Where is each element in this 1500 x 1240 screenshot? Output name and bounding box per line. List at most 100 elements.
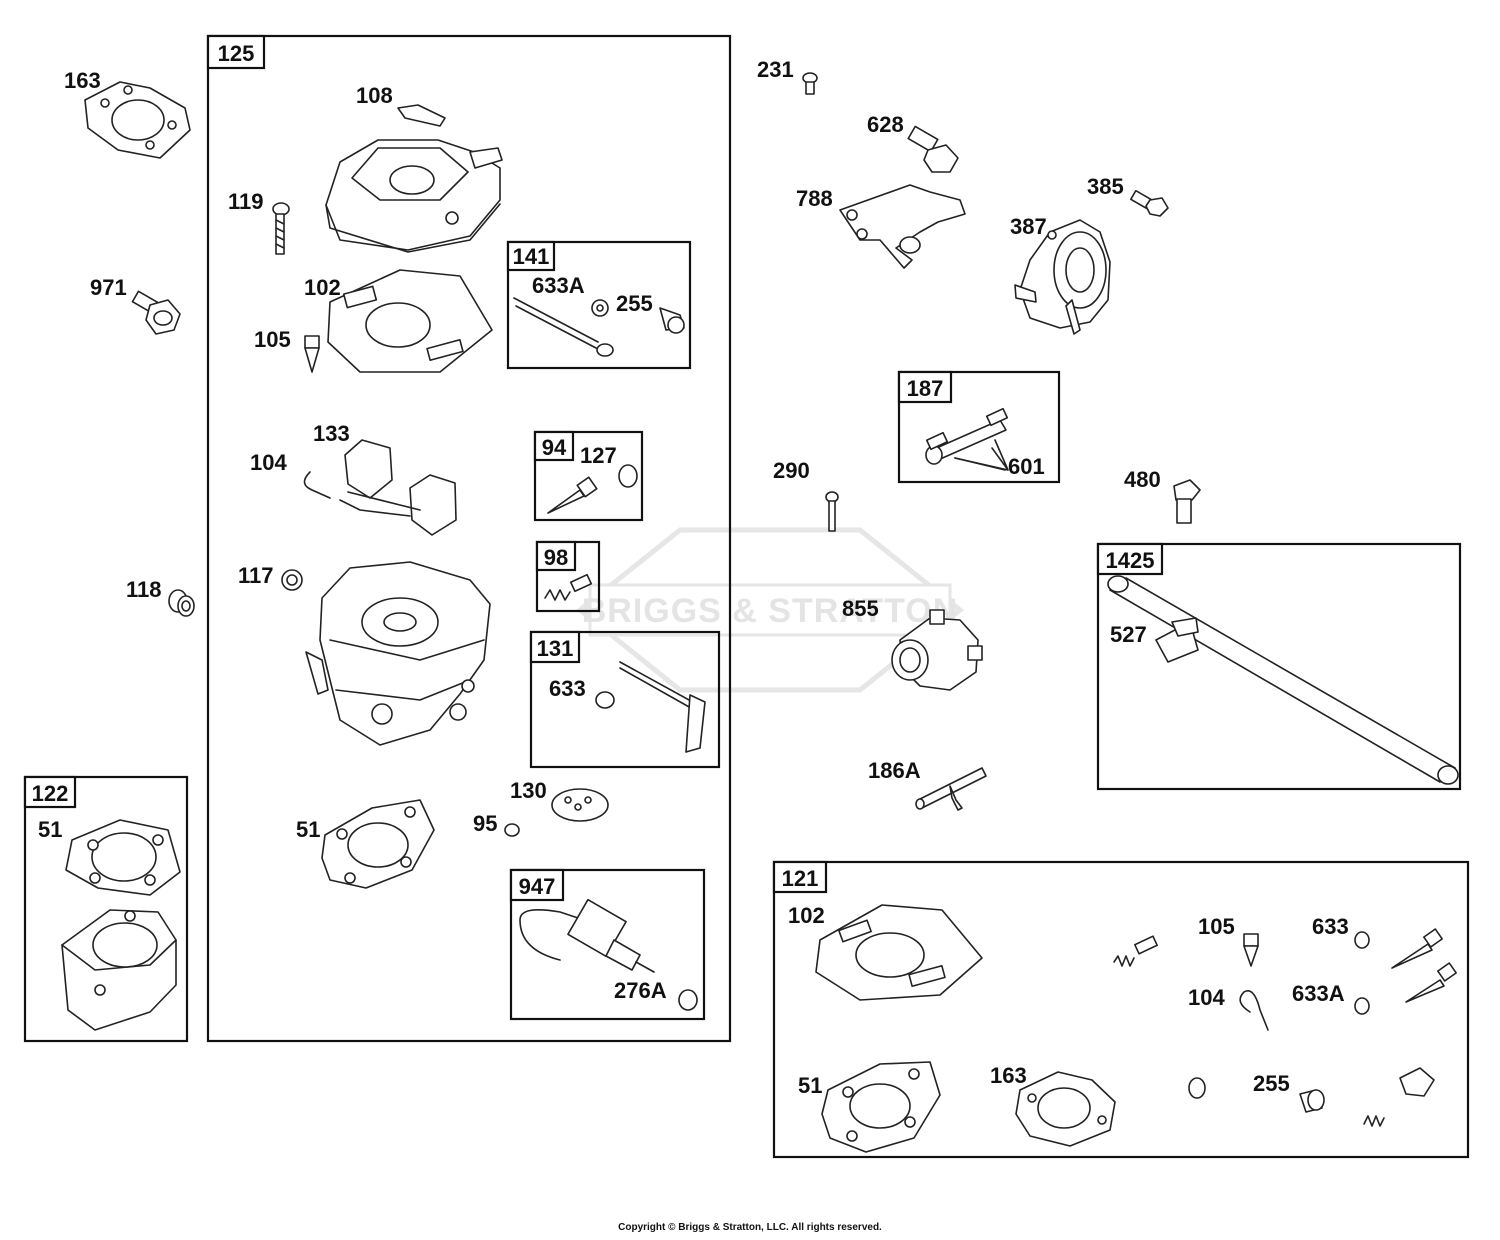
- group-122-label: 122: [32, 781, 69, 806]
- label-633-group-121: 633: [1312, 914, 1349, 939]
- group-141-shaft-drawing: [513, 297, 685, 357]
- group-125-label: 125: [218, 41, 255, 66]
- bolt-971-drawing: [131, 290, 181, 335]
- label-163-group-121: 163: [990, 1063, 1027, 1088]
- label-133: 133: [313, 421, 350, 446]
- washer-633-121-drawing: [1354, 931, 1370, 949]
- label-105-group-121: 105: [1198, 914, 1235, 939]
- label-102: 102: [304, 275, 341, 300]
- needle-screw-121-b-drawing: [1405, 962, 1457, 1003]
- screw-385-drawing: [1130, 189, 1169, 217]
- label-130: 130: [510, 778, 547, 803]
- group-121: 121: [772, 860, 1470, 1159]
- gasket-51-122-drawing: [65, 819, 181, 896]
- spacer-122-drawing: [61, 909, 177, 1031]
- briggs-stratton-watermark: BRIGGS & STRATTON: [575, 527, 965, 693]
- needle-105-drawing: [304, 335, 320, 373]
- gasket-163-121-drawing: [1015, 1071, 1116, 1147]
- label-51-group-125: 51: [296, 817, 320, 842]
- gasket-102-121-drawing: [815, 904, 983, 1001]
- label-527: 527: [1110, 622, 1147, 647]
- watermark-text: BRIGGS & STRATTON: [582, 592, 959, 630]
- bolt-628-drawing: [907, 125, 959, 173]
- gasket-51-125-drawing: [321, 799, 435, 889]
- gasket-51-121-drawing: [821, 1061, 941, 1153]
- label-108: 108: [356, 83, 393, 108]
- needle-105-121-drawing: [1243, 933, 1259, 967]
- group-131-label: 131: [537, 636, 574, 661]
- group-98-label: 98: [544, 545, 568, 570]
- label-231: 231: [757, 57, 794, 82]
- plate-130-drawing: [551, 788, 609, 822]
- screw-119-drawing: [272, 202, 290, 255]
- group-947: 947: [509, 868, 706, 1021]
- group-947-label: 947: [519, 874, 556, 899]
- group-141: 141: [506, 240, 692, 370]
- group-122: 122: [23, 775, 189, 1043]
- seal-255-121-drawing: [1299, 1089, 1325, 1113]
- group-98: 98: [535, 540, 601, 613]
- group-1425-label: 1425: [1106, 548, 1155, 573]
- washer-633A-121-drawing: [1354, 997, 1370, 1015]
- screw-95-drawing: [504, 823, 520, 837]
- needle-screw-121-a-drawing: [1391, 928, 1443, 969]
- label-633-group-131: 633: [549, 676, 586, 701]
- label-633A-group-121: 633A: [1292, 981, 1345, 1006]
- label-628: 628: [867, 112, 904, 137]
- group-94-screw-drawing: [547, 464, 638, 514]
- spring-121-drawing: [1363, 1115, 1385, 1127]
- group-131: 131: [529, 630, 721, 769]
- label-387: 387: [1010, 214, 1047, 239]
- label-119: 119: [228, 189, 264, 214]
- label-104: 104: [250, 450, 287, 475]
- carburetor-body-117-drawing: [281, 561, 491, 746]
- gasket-108-drawing: [397, 104, 446, 127]
- group-1425: 1425: [1096, 542, 1462, 791]
- spring-screw-121-drawing: [1113, 935, 1158, 967]
- fitting-855-drawing: [891, 609, 983, 691]
- label-117: 117: [238, 563, 274, 588]
- label-186A: 186A: [868, 758, 921, 783]
- float-133-drawing: [339, 439, 457, 536]
- label-788: 788: [796, 186, 833, 211]
- carburetor-cover-drawing: [325, 139, 503, 253]
- bolt-480-drawing: [1173, 479, 1201, 524]
- group-94-label: 94: [542, 435, 567, 460]
- group-187: 187: [897, 370, 1061, 484]
- label-102-group-121: 102: [788, 903, 825, 928]
- label-290: 290: [773, 458, 810, 483]
- group-131-shaft-drawing: [595, 661, 706, 753]
- group-187-hose-drawing: [925, 407, 1009, 471]
- label-51-group-121: 51: [798, 1073, 822, 1098]
- label-95: 95: [473, 811, 497, 836]
- fitting-121-drawing: [1399, 1067, 1435, 1097]
- label-276A: 276A: [614, 978, 667, 1003]
- label-163: 163: [64, 68, 101, 93]
- gasket-163-drawing: [84, 81, 191, 159]
- label-971: 971: [90, 275, 127, 300]
- bracket-788-drawing: [839, 184, 966, 269]
- label-127: 127: [580, 443, 617, 468]
- tee-186A-drawing: [915, 767, 987, 811]
- label-255-group-121: 255: [1253, 1071, 1290, 1096]
- group-125: 125: [206, 34, 732, 1043]
- label-855: 855: [842, 596, 879, 621]
- screw-231-drawing: [802, 72, 818, 95]
- label-255-group-141: 255: [616, 291, 653, 316]
- label-51-group-122: 51: [38, 817, 62, 842]
- clip-121-drawing: [1188, 1077, 1206, 1099]
- label-104-group-121: 104: [1188, 985, 1225, 1010]
- fuel-pump-387-drawing: [1014, 219, 1111, 335]
- pin-104-drawing: [303, 471, 331, 499]
- screw-290-drawing: [825, 491, 839, 532]
- group-98-spring-drawing: [544, 573, 593, 601]
- group-187-label: 187: [907, 376, 944, 401]
- gasket-102-drawing: [327, 269, 493, 373]
- group-1425-tube-drawing: [1107, 575, 1459, 785]
- label-633A-group-141: 633A: [532, 273, 585, 298]
- label-118: 118: [126, 577, 162, 602]
- pin-104-121-drawing: [1239, 990, 1269, 1031]
- group-94: 94: [533, 430, 644, 522]
- fitting-118-drawing: [168, 589, 195, 617]
- group-121-label: 121: [782, 866, 819, 891]
